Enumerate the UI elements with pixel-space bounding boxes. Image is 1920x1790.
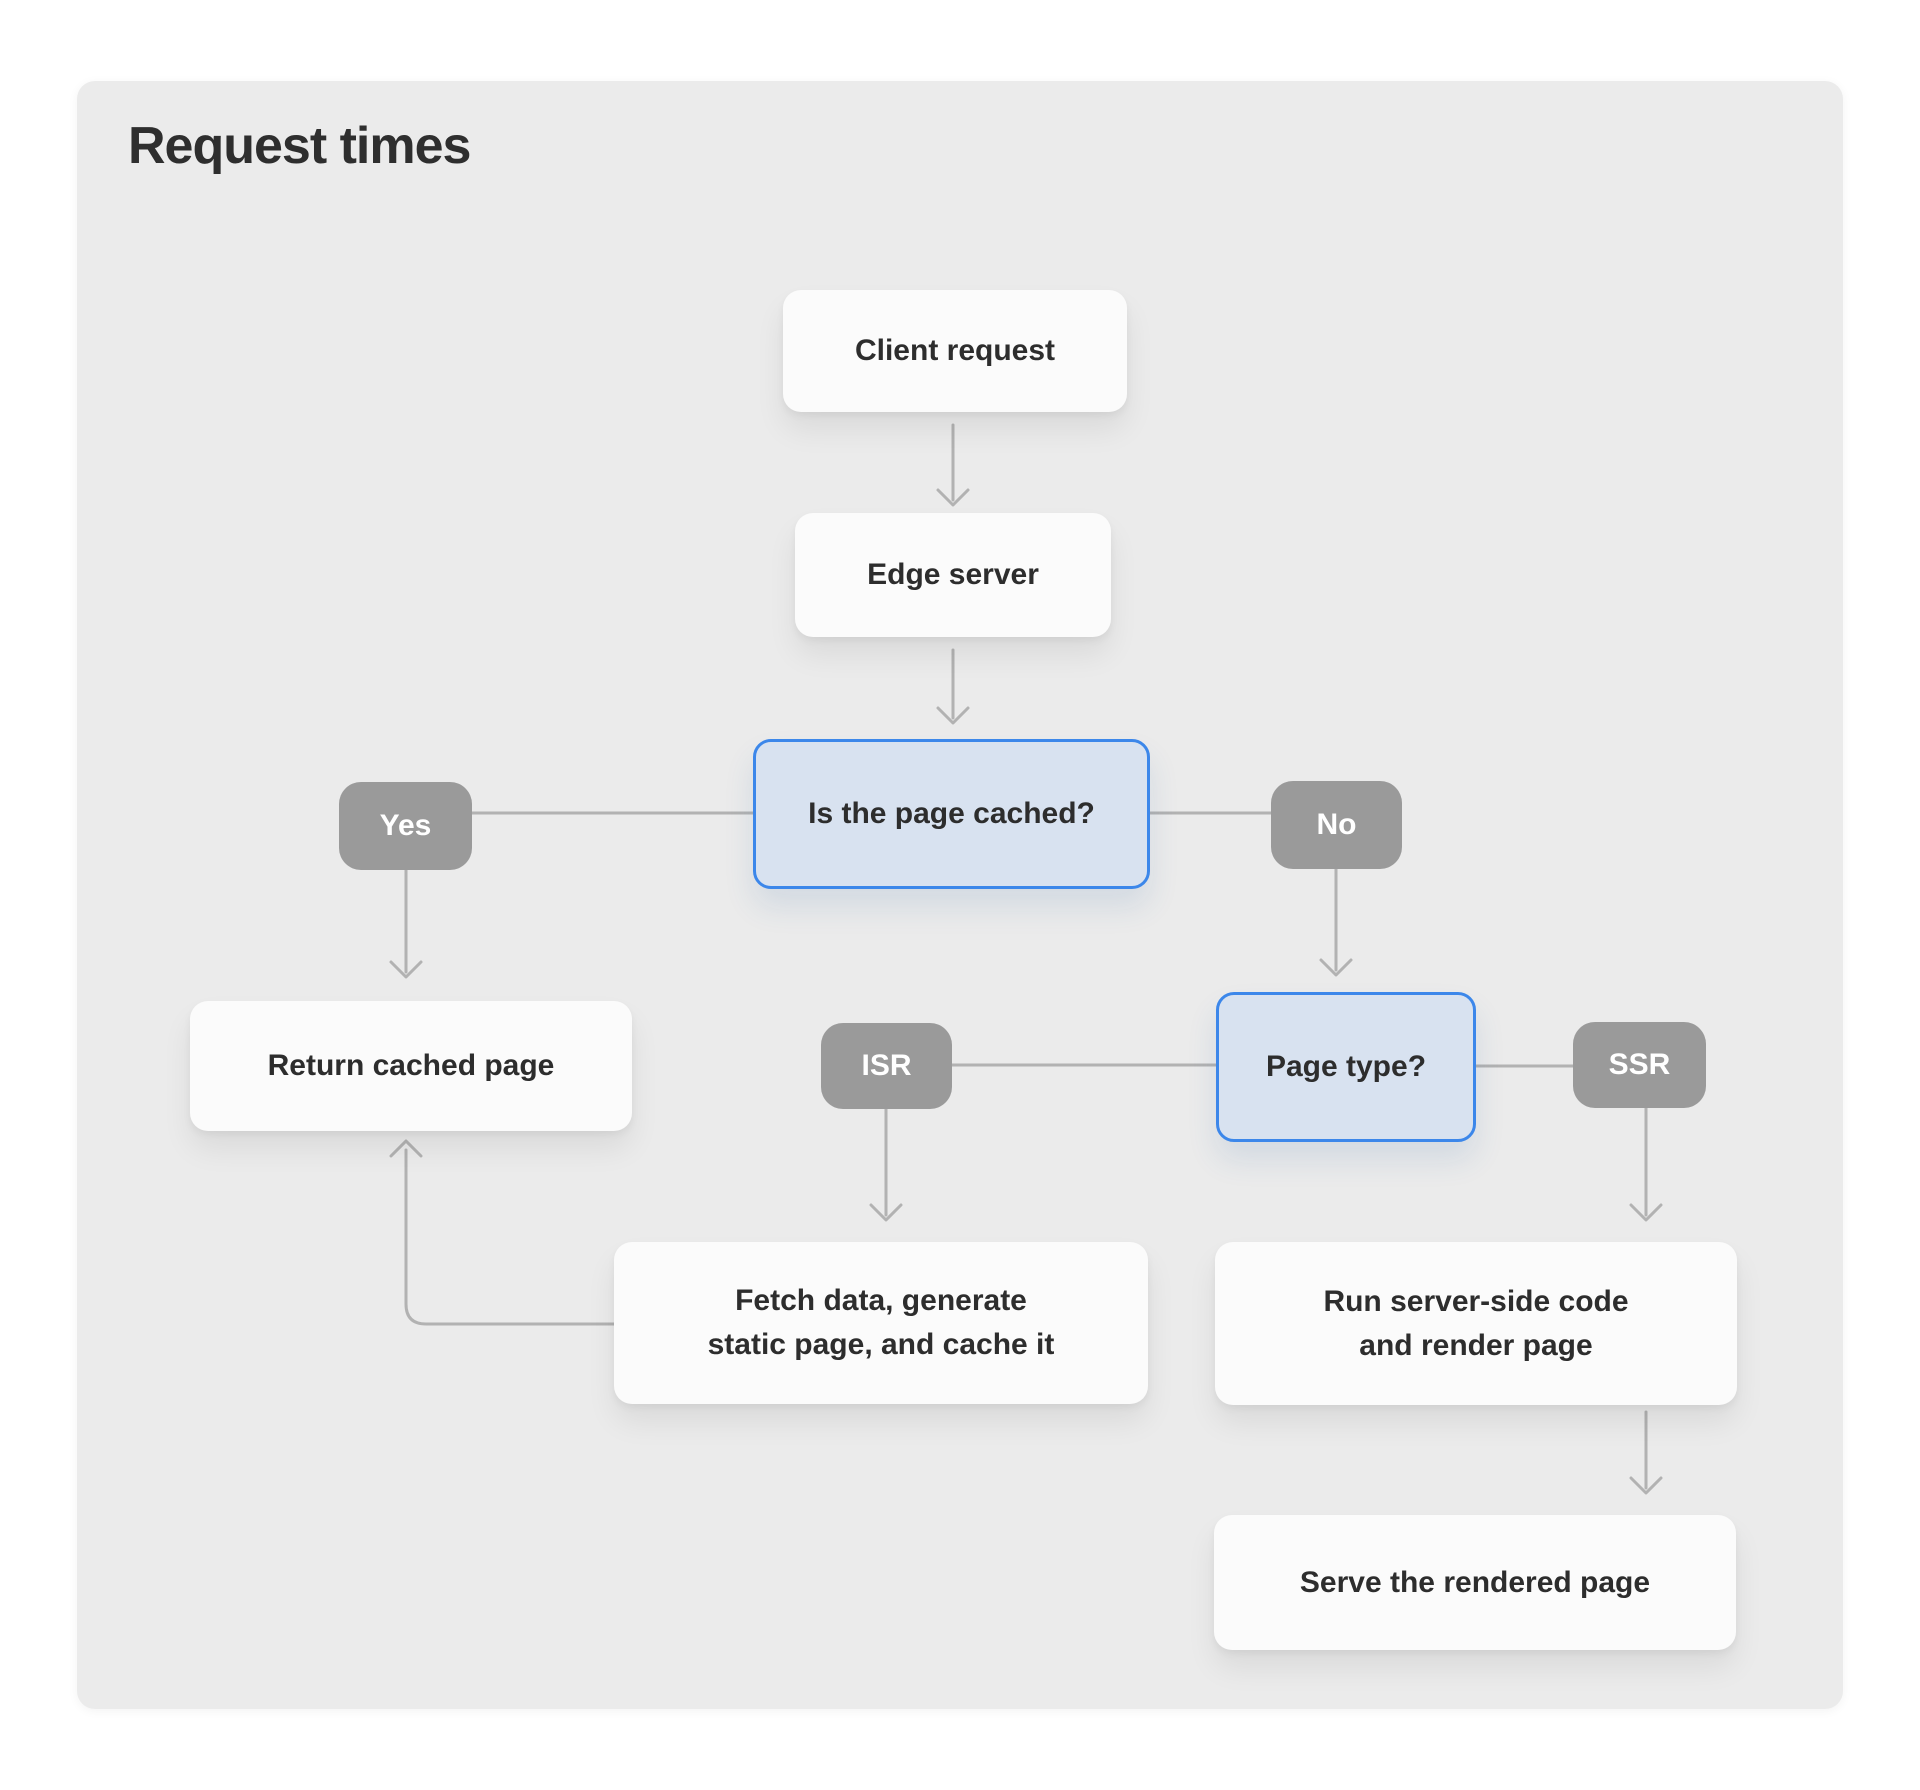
node-edge-server-label: Edge server — [867, 558, 1039, 591]
edge-label-ssr: SSR — [1573, 1022, 1706, 1108]
node-page-type-label: Page type? — [1265, 1050, 1427, 1083]
edge-label-yes-text: Yes — [379, 809, 432, 842]
edge-label-isr: ISR — [821, 1023, 952, 1109]
edge-label-yes: Yes — [339, 782, 472, 870]
edge-label-no: No — [1271, 781, 1402, 869]
node-page-type: Page type? — [1216, 992, 1476, 1142]
node-fetch-data: Fetch data, generate static page, and ca… — [614, 1242, 1148, 1404]
node-client-request-label: Client request — [854, 334, 1056, 367]
edge-label-no-text: No — [1316, 808, 1357, 841]
node-is-page-cached: Is the page cached? — [753, 739, 1150, 889]
node-run-server-side-line2: and render page — [1359, 1328, 1593, 1362]
node-is-page-cached-label: Is the page cached? — [808, 797, 1095, 830]
node-serve-rendered-page: Serve the rendered page — [1214, 1515, 1736, 1650]
node-run-server-side-line1: Run server-side code — [1323, 1284, 1629, 1318]
node-run-server-side: Run server-side code and render page — [1215, 1242, 1737, 1405]
node-serve-rendered-page-label: Serve the rendered page — [1299, 1565, 1651, 1599]
node-edge-server: Edge server — [795, 513, 1111, 637]
page-title: Request times — [128, 117, 471, 175]
node-return-cached-page-label: Return cached page — [267, 1049, 555, 1082]
edge-label-isr-text: ISR — [861, 1049, 912, 1082]
node-fetch-data-line2: static page, and cache it — [707, 1328, 1055, 1361]
node-fetch-data-line1: Fetch data, generate — [735, 1284, 1027, 1317]
node-client-request: Client request — [783, 290, 1127, 412]
node-return-cached-page: Return cached page — [190, 1001, 632, 1131]
edge-label-ssr-text: SSR — [1608, 1048, 1671, 1081]
